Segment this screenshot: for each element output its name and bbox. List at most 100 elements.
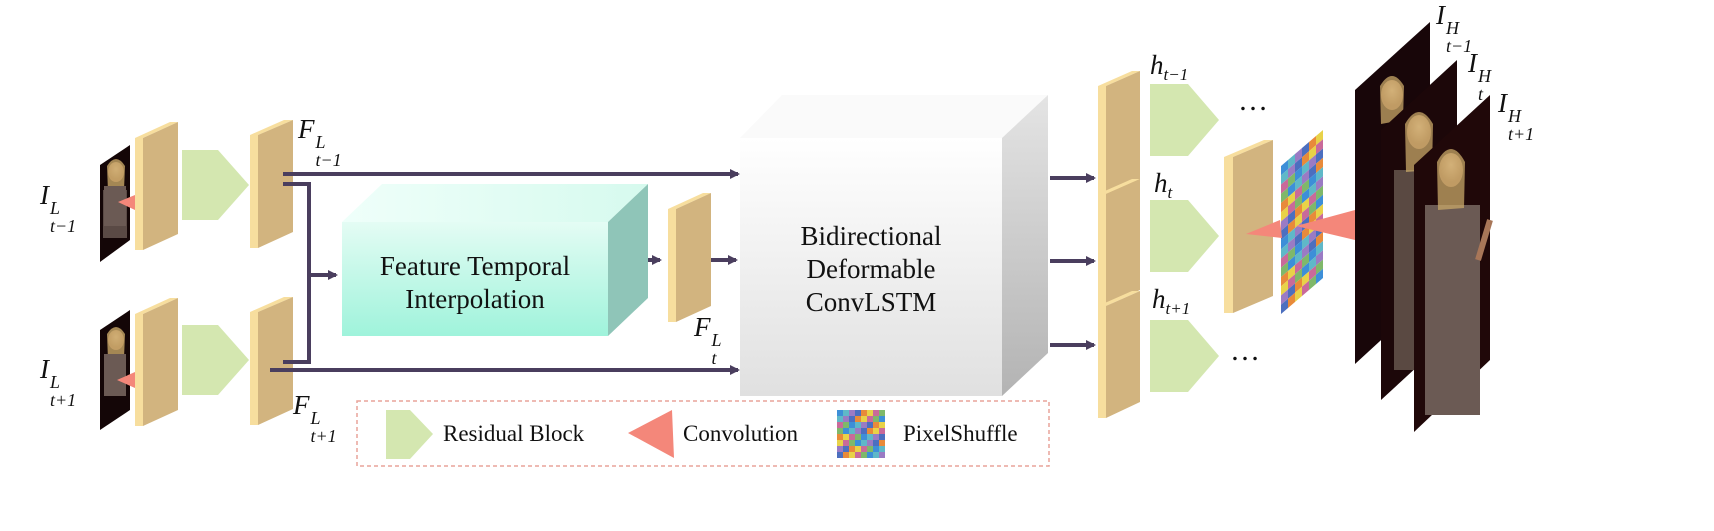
pixelshuffle-cell — [843, 422, 849, 428]
pixelshuffle-cell — [1316, 148, 1323, 164]
pixelshuffle-cell — [1281, 271, 1288, 287]
pixelshuffle-cell — [837, 434, 843, 440]
pixelshuffle-cell — [1309, 173, 1316, 189]
pixelshuffle-cell — [849, 446, 855, 452]
pixelshuffle-cell — [1302, 151, 1309, 167]
pixelshuffle-cell — [879, 446, 885, 452]
pixelshuffle-cell — [1295, 175, 1302, 191]
pixelshuffle-cell — [1309, 210, 1316, 226]
pixelshuffle-cell — [1309, 228, 1316, 244]
pixelshuffle-cell — [1309, 182, 1316, 198]
pixelshuffle-cell — [1288, 200, 1295, 216]
hidden-slab-next — [1098, 291, 1140, 418]
pixelshuffle-cell — [1302, 225, 1309, 241]
feature-slab-prev-1 — [135, 122, 178, 250]
pixelshuffle-cell — [843, 410, 849, 416]
arrows-right — [1050, 173, 1096, 350]
pixelshuffle-cell — [843, 434, 849, 440]
ellipsis-bottom: … — [1230, 334, 1260, 367]
pixelshuffle-cell — [879, 428, 885, 434]
pixelshuffle-cell — [1295, 268, 1302, 284]
feature-slab-next-2 — [250, 297, 293, 425]
legend-residual-label: Residual Block — [443, 421, 585, 446]
label-h-prev: ht−1 — [1150, 50, 1189, 84]
pixelshuffle-cell — [1288, 209, 1295, 225]
pixelshuffle-cell — [1288, 265, 1295, 281]
pixelshuffle-cell — [1288, 163, 1295, 179]
pixelshuffle-cell — [861, 410, 867, 416]
pixelshuffle-cell — [861, 428, 867, 434]
feature-slab-t — [668, 193, 711, 322]
pixelshuffle-cell — [1302, 243, 1309, 259]
label-h-next: ht+1 — [1152, 284, 1191, 318]
video-frame-icon — [100, 145, 130, 262]
pixelshuffle-cell — [1295, 240, 1302, 256]
pixelshuffle-cell — [873, 410, 879, 416]
pixelshuffle-cell — [861, 440, 867, 446]
pixelshuffle-cell — [867, 452, 873, 458]
pixelshuffle-cell — [855, 416, 861, 422]
pixelshuffle-cell — [879, 452, 885, 458]
pixelshuffle-cell — [873, 422, 879, 428]
label-h-t: ht — [1154, 168, 1173, 202]
pixelshuffle-cell — [1295, 231, 1302, 247]
pixelshuffle-cell — [1288, 228, 1295, 244]
input-frame-next — [100, 310, 130, 430]
pixelshuffle-cell — [1295, 157, 1302, 173]
pixelshuffle-cell — [855, 452, 861, 458]
pixelshuffle-cell — [879, 440, 885, 446]
pixelshuffle-cell — [849, 440, 855, 446]
pixelshuffle-cell — [1309, 265, 1316, 281]
pixelshuffle-cell — [1302, 280, 1309, 296]
pixelshuffle-cell — [861, 422, 867, 428]
pixelshuffle-cell — [1281, 224, 1288, 240]
pixelshuffle-cell — [837, 452, 843, 458]
pixelshuffle-cell — [1302, 142, 1309, 158]
pixelshuffle-cell — [1316, 185, 1323, 201]
pixelshuffle-cell — [1295, 166, 1302, 182]
pixelshuffle-cell — [1316, 176, 1323, 192]
pixelshuffle-cell — [1309, 145, 1316, 161]
pixelshuffle-cell — [1302, 169, 1309, 185]
pixelshuffle-cell — [1281, 298, 1288, 314]
residual-block-icon — [386, 410, 433, 459]
input-frame-prev — [100, 145, 130, 262]
pixelshuffle-cell — [873, 452, 879, 458]
pixelshuffle-cell — [873, 416, 879, 422]
legend-convolution-label: Convolution — [683, 421, 799, 446]
pixelshuffle-cell — [1281, 178, 1288, 194]
pixelshuffle-cell — [849, 428, 855, 434]
pixelshuffle-cell — [873, 440, 879, 446]
pixelshuffle-cell — [873, 428, 879, 434]
pixelshuffle-cell — [1316, 204, 1323, 220]
pixelshuffle-cell — [1288, 274, 1295, 290]
pixelshuffle-cell — [873, 446, 879, 452]
pixelshuffle-cell — [1288, 255, 1295, 271]
pixelshuffle-cell — [1309, 256, 1316, 272]
pixelshuffle-cell — [1281, 187, 1288, 203]
pixelshuffle-cell — [837, 446, 843, 452]
pixelshuffle-cell — [855, 446, 861, 452]
pixelshuffle-cell — [879, 416, 885, 422]
pixelshuffle-cell — [1295, 185, 1302, 201]
fti-box — [342, 184, 648, 336]
pixelshuffle-cell — [1288, 246, 1295, 262]
pixelshuffle-cell — [1316, 194, 1323, 210]
pixelshuffle-cell — [1295, 212, 1302, 228]
fti-label: Feature Temporal Interpolation — [379, 251, 571, 314]
hidden-slab-t — [1098, 179, 1140, 306]
pixelshuffle-cell — [1309, 191, 1316, 207]
pixelshuffle-cell — [867, 416, 873, 422]
pixelshuffle-cell — [1309, 237, 1316, 253]
pixelshuffle-cell — [855, 434, 861, 440]
pixelshuffle-cell — [1302, 206, 1309, 222]
pixelshuffle-cell — [855, 428, 861, 434]
pixelshuffle-cell — [837, 428, 843, 434]
pixelshuffle-cell — [855, 410, 861, 416]
pixelshuffle-cell — [849, 452, 855, 458]
pixelshuffle-cell — [1288, 181, 1295, 197]
pixelshuffle-cell — [1302, 179, 1309, 195]
